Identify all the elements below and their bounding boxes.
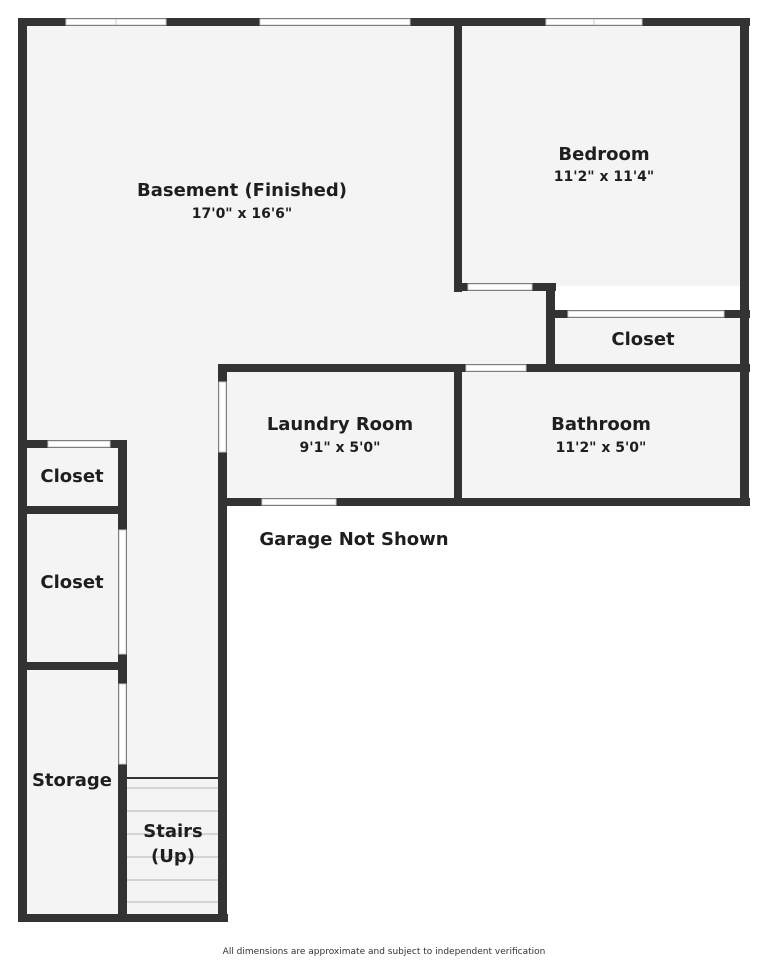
stair-treads [127, 777, 218, 903]
basement-dimensions: 17'0" x 16'6" [192, 206, 292, 222]
window-laundry [261, 498, 337, 506]
bathroom-label: Bathroom [551, 414, 651, 435]
door-storage [118, 683, 127, 765]
floor-basement [24, 22, 460, 368]
wall-left [18, 18, 27, 922]
bedroom-label: Bedroom [558, 144, 649, 165]
footer-disclaimer: All dimensions are approximate and subje… [223, 947, 546, 957]
floors [24, 22, 744, 918]
wall-laundry-bath [454, 364, 462, 506]
wall-hall-right [218, 364, 227, 922]
door-bedroom [467, 283, 533, 291]
closet-lower-label: Closet [40, 572, 104, 593]
floor-bedroom-closet [552, 314, 744, 368]
closet-upper-label: Closet [40, 466, 104, 487]
basement-label: Basement (Finished) [137, 180, 347, 201]
floor-bathroom [460, 368, 744, 500]
window-basement-2 [259, 18, 411, 26]
stairs-label: Stairs [143, 821, 202, 842]
wall-annex-right [546, 283, 555, 372]
wall-wing-bottom [218, 498, 750, 506]
openings [47, 18, 725, 765]
floor-basement-annex [456, 286, 552, 368]
floor-bedroom [460, 22, 744, 286]
door-closet-upper [47, 440, 111, 448]
wall-closet1-bottom [18, 506, 127, 514]
laundry-dimensions: 9'1" x 5'0" [300, 440, 381, 456]
stairs-direction: (Up) [151, 846, 195, 867]
wall-bedroom-left [454, 18, 462, 292]
door-bathroom [465, 364, 527, 372]
bathroom-dimensions: 11'2" x 5'0" [556, 440, 647, 456]
wall-right [740, 18, 749, 506]
garage-note: Garage Not Shown [259, 529, 448, 550]
bedroom-closet-label: Closet [611, 329, 675, 350]
wall-stair-left [118, 440, 127, 922]
bedroom-dimensions: 11'2" x 11'4" [554, 169, 654, 185]
laundry-label: Laundry Room [267, 414, 413, 435]
door-laundry [218, 381, 227, 453]
storage-label: Storage [32, 770, 112, 791]
floor-laundry [222, 368, 460, 500]
door-closet-lower [118, 529, 127, 655]
wall-closet2-bottom [18, 662, 127, 670]
door-bedroom-closet [567, 310, 725, 318]
